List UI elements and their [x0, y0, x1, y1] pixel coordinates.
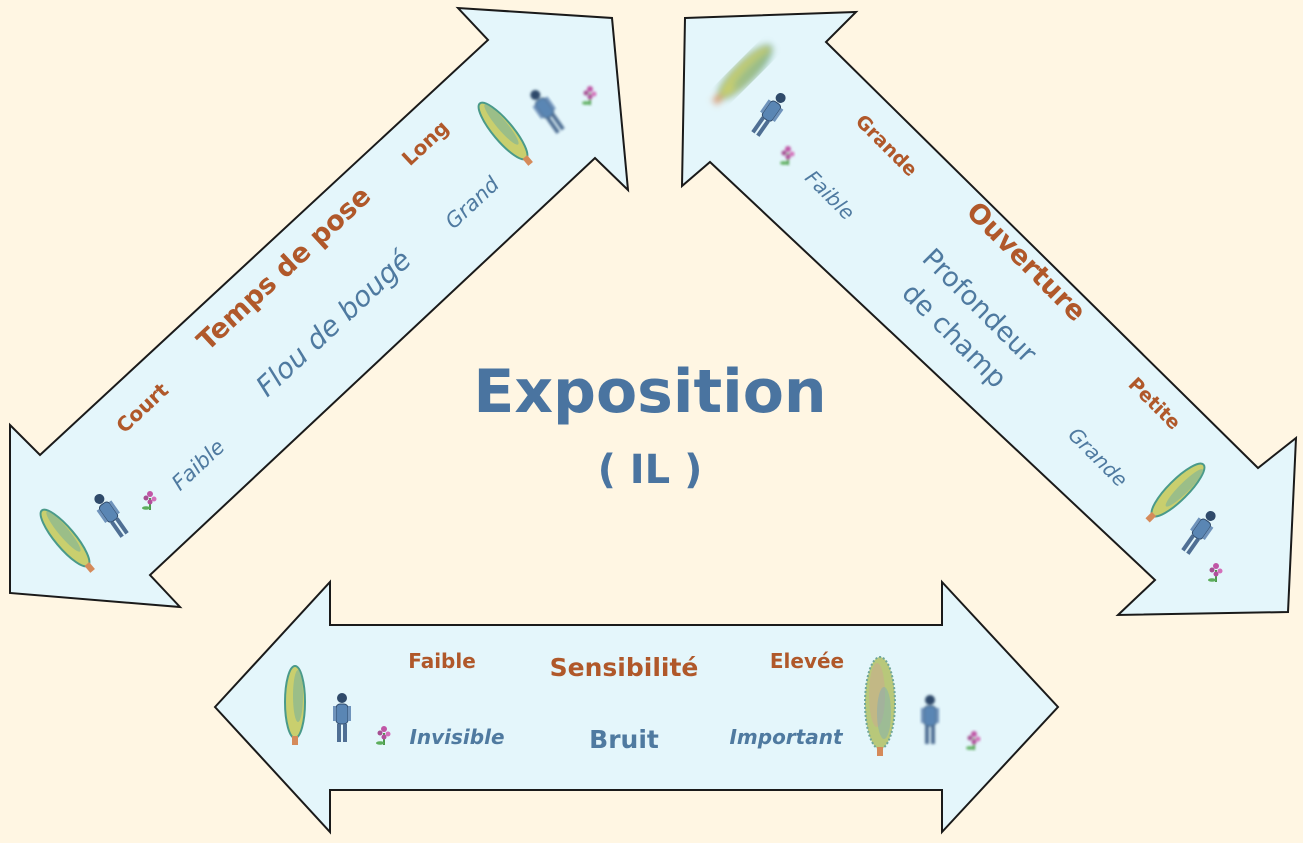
- iso-high-label: Elevée: [770, 649, 844, 673]
- iso-effect-high-label: Important: [729, 725, 843, 749]
- center-subtitle: ( IL ): [598, 447, 703, 493]
- noisy-tree-icon: [864, 656, 896, 756]
- iso-effect-label: Bruit: [589, 725, 659, 754]
- iso-arrow: [213, 579, 1060, 835]
- iso-effect-low-label: Invisible: [409, 725, 504, 749]
- aperture-arrow: [680, 10, 1298, 617]
- center-title: Exposition: [473, 357, 826, 427]
- iso-low-label: Faible: [408, 649, 476, 673]
- shutter-arrow: [9, 6, 630, 609]
- iso-title: Sensibilité: [550, 653, 699, 682]
